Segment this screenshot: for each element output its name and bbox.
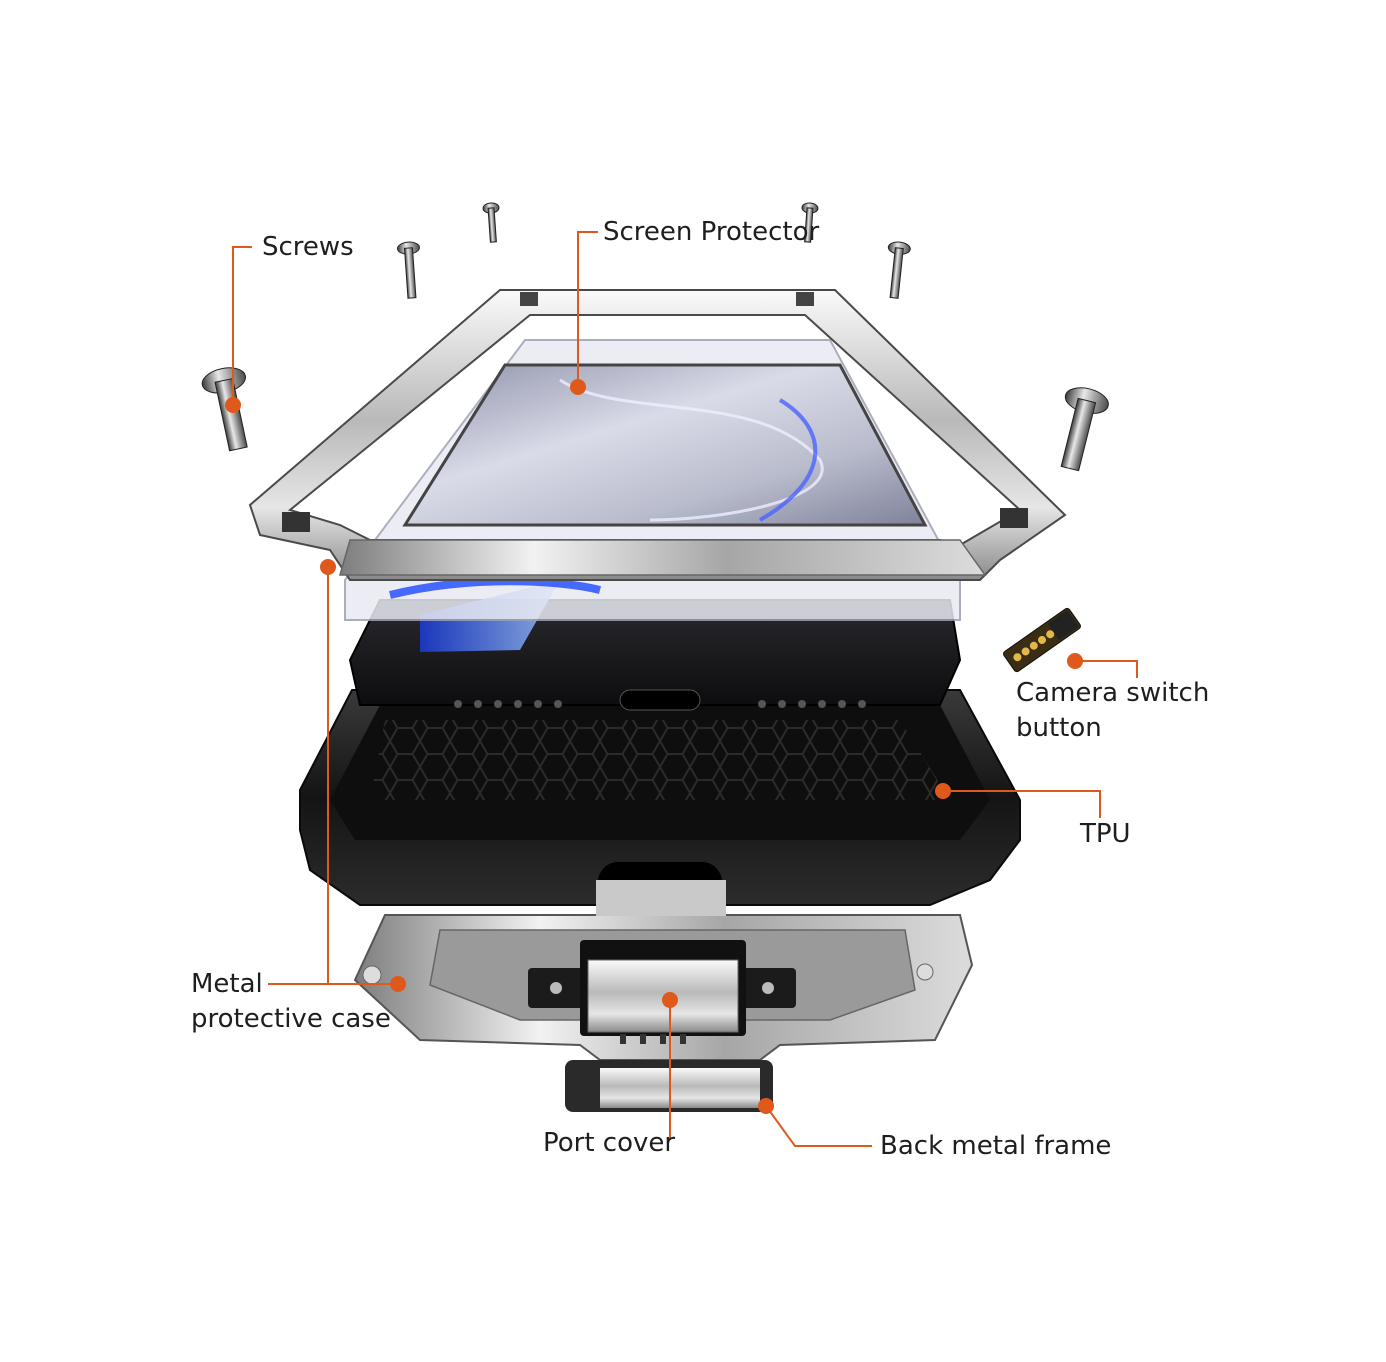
label-screen-protector: Screen Protector — [603, 217, 820, 247]
callout-dot-screws — [225, 397, 241, 413]
callout-dot-metal-case — [390, 976, 406, 992]
screw-icon — [201, 367, 248, 452]
label-camera-switch-line2: button — [1016, 713, 1102, 743]
leader-line-camera-switch — [1075, 660, 1138, 678]
callout-dot-screen-protector — [570, 379, 586, 395]
callout-dot-back-frame — [758, 1098, 774, 1114]
callout-dot-tpu — [935, 783, 951, 799]
label-back-metal-frame: Back metal frame — [880, 1131, 1112, 1161]
callout-dots — [225, 379, 1083, 1114]
screw-icon — [801, 202, 819, 243]
label-screws: Screws — [262, 232, 354, 262]
camera-switch-part — [1003, 607, 1081, 673]
leader-lines — [232, 231, 1138, 1147]
callout-dot-port-cover — [662, 992, 678, 1008]
leader-line-back-frame — [765, 1105, 872, 1147]
leader-line-screws — [232, 246, 252, 405]
leader-line-screen-protector — [577, 231, 598, 387]
callout-dot-metal-frame — [320, 559, 336, 575]
label-metal-case-line2: protective case — [191, 1004, 391, 1034]
screw-icon — [396, 241, 420, 299]
metal-protective-frame — [248, 289, 1067, 581]
screws — [201, 202, 1109, 472]
label-metal-case-line1: Metal — [191, 969, 263, 999]
label-port-cover: Port cover — [543, 1128, 676, 1158]
label-camera-switch-line1: Camera switch — [1016, 678, 1210, 708]
port-cover — [580, 940, 746, 1044]
screw-icon — [1060, 387, 1109, 472]
leader-line-tpu — [943, 790, 1101, 818]
callout-dot-camera-switch — [1067, 653, 1083, 669]
screw-icon — [482, 202, 500, 243]
screw-icon — [887, 241, 911, 299]
tpu-layer — [299, 689, 1021, 916]
label-tpu: TPU — [1080, 819, 1131, 849]
